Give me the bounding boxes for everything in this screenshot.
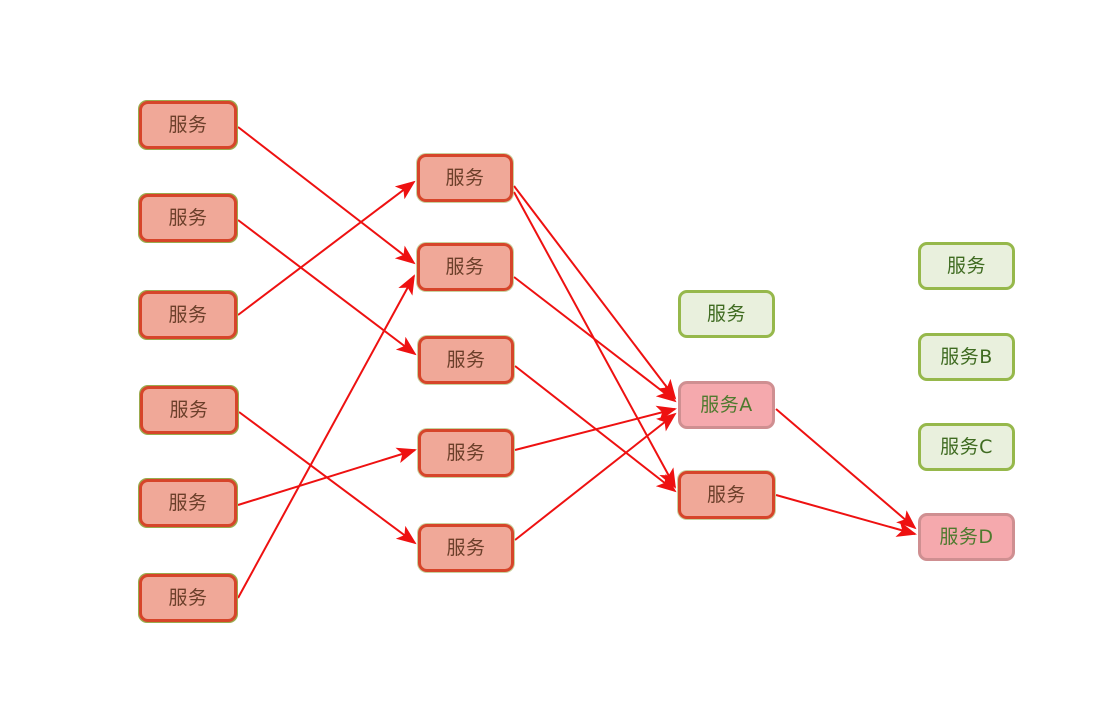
edge-m2-to-a (513, 276, 677, 403)
edge-l2-to-m3 (237, 219, 417, 356)
edge-l3-to-m1 (237, 180, 416, 316)
edge-s-to-d (775, 494, 917, 537)
node-label: 服务C (940, 435, 993, 458)
node-l6[interactable]: 服务 (139, 574, 237, 622)
node-label: 服务 (706, 302, 746, 325)
node-s[interactable]: 服务 (678, 471, 775, 519)
node-label: 服务 (168, 491, 208, 514)
edge-a-to-d (775, 408, 917, 530)
node-label: 服务 (445, 166, 485, 189)
edge-m3-to-s (514, 365, 677, 493)
node-l5[interactable]: 服务 (139, 479, 237, 527)
node-r2[interactable]: 服务B (918, 333, 1015, 381)
node-m2[interactable]: 服务 (417, 243, 513, 291)
node-r3[interactable]: 服务C (918, 423, 1015, 471)
node-m5[interactable]: 服务 (418, 524, 514, 572)
node-label: 服务A (700, 393, 753, 416)
edge-l4-to-m5 (238, 411, 417, 545)
node-g1[interactable]: 服务 (678, 290, 775, 338)
node-r1[interactable]: 服务 (918, 242, 1015, 290)
node-label: 服务 (446, 536, 486, 559)
edge-l6-to-m2 (237, 274, 415, 599)
node-l2[interactable]: 服务 (139, 194, 237, 242)
node-label: 服务 (169, 398, 209, 421)
node-label: 服务 (946, 254, 986, 277)
edge-l1-to-m2 (237, 126, 416, 265)
node-label: 服务 (445, 255, 485, 278)
node-l1[interactable]: 服务 (139, 101, 237, 149)
node-m3[interactable]: 服务 (418, 336, 514, 384)
node-label: 服务 (168, 586, 208, 609)
edge-m1-to-s (513, 191, 676, 489)
node-m1[interactable]: 服务 (417, 154, 513, 202)
node-label: 服务 (446, 441, 486, 464)
node-l4[interactable]: 服务 (140, 386, 238, 434)
node-label: 服务B (940, 345, 993, 368)
node-m4[interactable]: 服务 (418, 429, 514, 477)
edge-m1-to-a (513, 185, 677, 400)
node-d[interactable]: 服务D (918, 513, 1015, 561)
node-a[interactable]: 服务A (678, 381, 775, 429)
edge-l5-to-m4 (237, 447, 417, 506)
node-label: 服务 (168, 303, 208, 326)
node-label: 服务 (446, 348, 486, 371)
edges-group (237, 126, 917, 599)
node-label: 服务 (168, 206, 208, 229)
edge-m4-to-a (514, 405, 677, 451)
node-label: 服务 (168, 113, 208, 136)
node-label: 服务 (706, 483, 746, 506)
node-l3[interactable]: 服务 (139, 291, 237, 339)
edge-m5-to-a (514, 412, 677, 541)
node-label: 服务D (939, 525, 994, 548)
